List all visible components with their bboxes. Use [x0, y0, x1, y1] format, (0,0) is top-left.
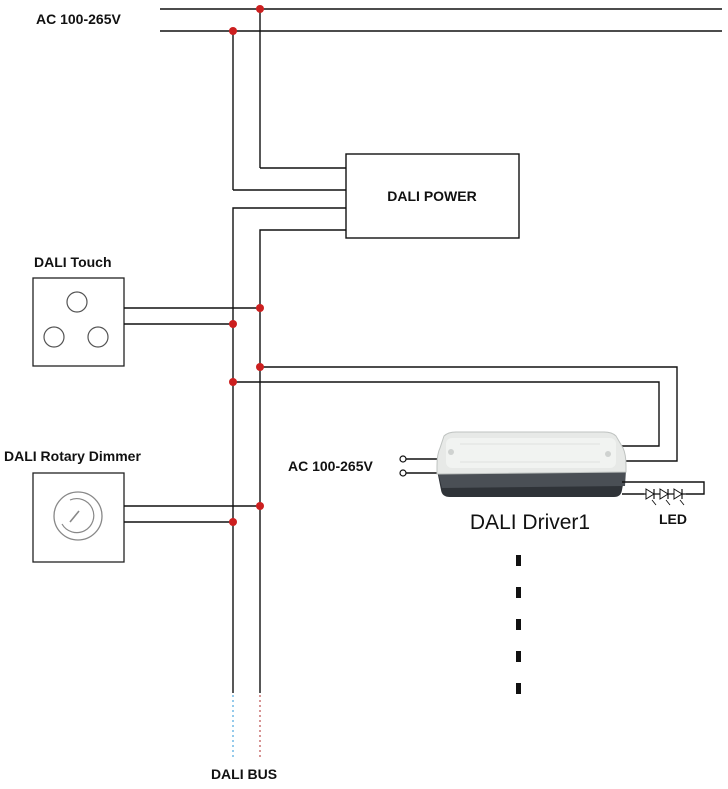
junction-dot	[229, 27, 237, 35]
driver-screw-right-icon	[605, 451, 611, 457]
power-out-b	[259, 229, 346, 693]
junction-dot	[256, 363, 264, 371]
led-label: LED	[659, 511, 687, 527]
dali-bus-label: DALI BUS	[211, 766, 277, 782]
dali-rotary-dimmer-panel	[32, 472, 125, 563]
touch-button-top-icon	[66, 291, 88, 313]
touch-button-left-icon	[43, 326, 65, 348]
led-diodes-icon	[644, 487, 686, 506]
junction-dot	[256, 502, 264, 510]
driver-screw-left-icon	[448, 449, 454, 455]
junction-dot	[229, 320, 237, 328]
ac-terminal-1-icon	[399, 455, 407, 463]
ac-driver-label: AC 100-265V	[288, 458, 373, 474]
dali-power-label: DALI POWER	[387, 188, 476, 204]
junction-dot	[256, 5, 264, 13]
junction-dot	[229, 518, 237, 526]
junction-dot	[229, 378, 237, 386]
driver-da-wire-b	[233, 381, 660, 447]
dali-rotary-label: DALI Rotary Dimmer	[4, 448, 141, 464]
dali-power-box	[345, 153, 520, 239]
ac-main-label: AC 100-265V	[36, 11, 121, 27]
dali-touch-panel	[32, 277, 125, 367]
power-out-a	[232, 207, 346, 693]
junction-dots	[229, 5, 264, 526]
driver-da-wire-a	[260, 366, 678, 462]
ac-terminal-2-icon	[399, 469, 407, 477]
continuation-dashes	[516, 555, 521, 694]
touch-button-right-icon	[87, 326, 109, 348]
dali-driver-device	[436, 431, 627, 497]
rotary-arc-icon	[61, 497, 95, 534]
dali-touch-label: DALI Touch	[34, 254, 112, 270]
junction-dot	[256, 304, 264, 312]
dali-driver-label: DALI Driver1	[470, 511, 590, 534]
